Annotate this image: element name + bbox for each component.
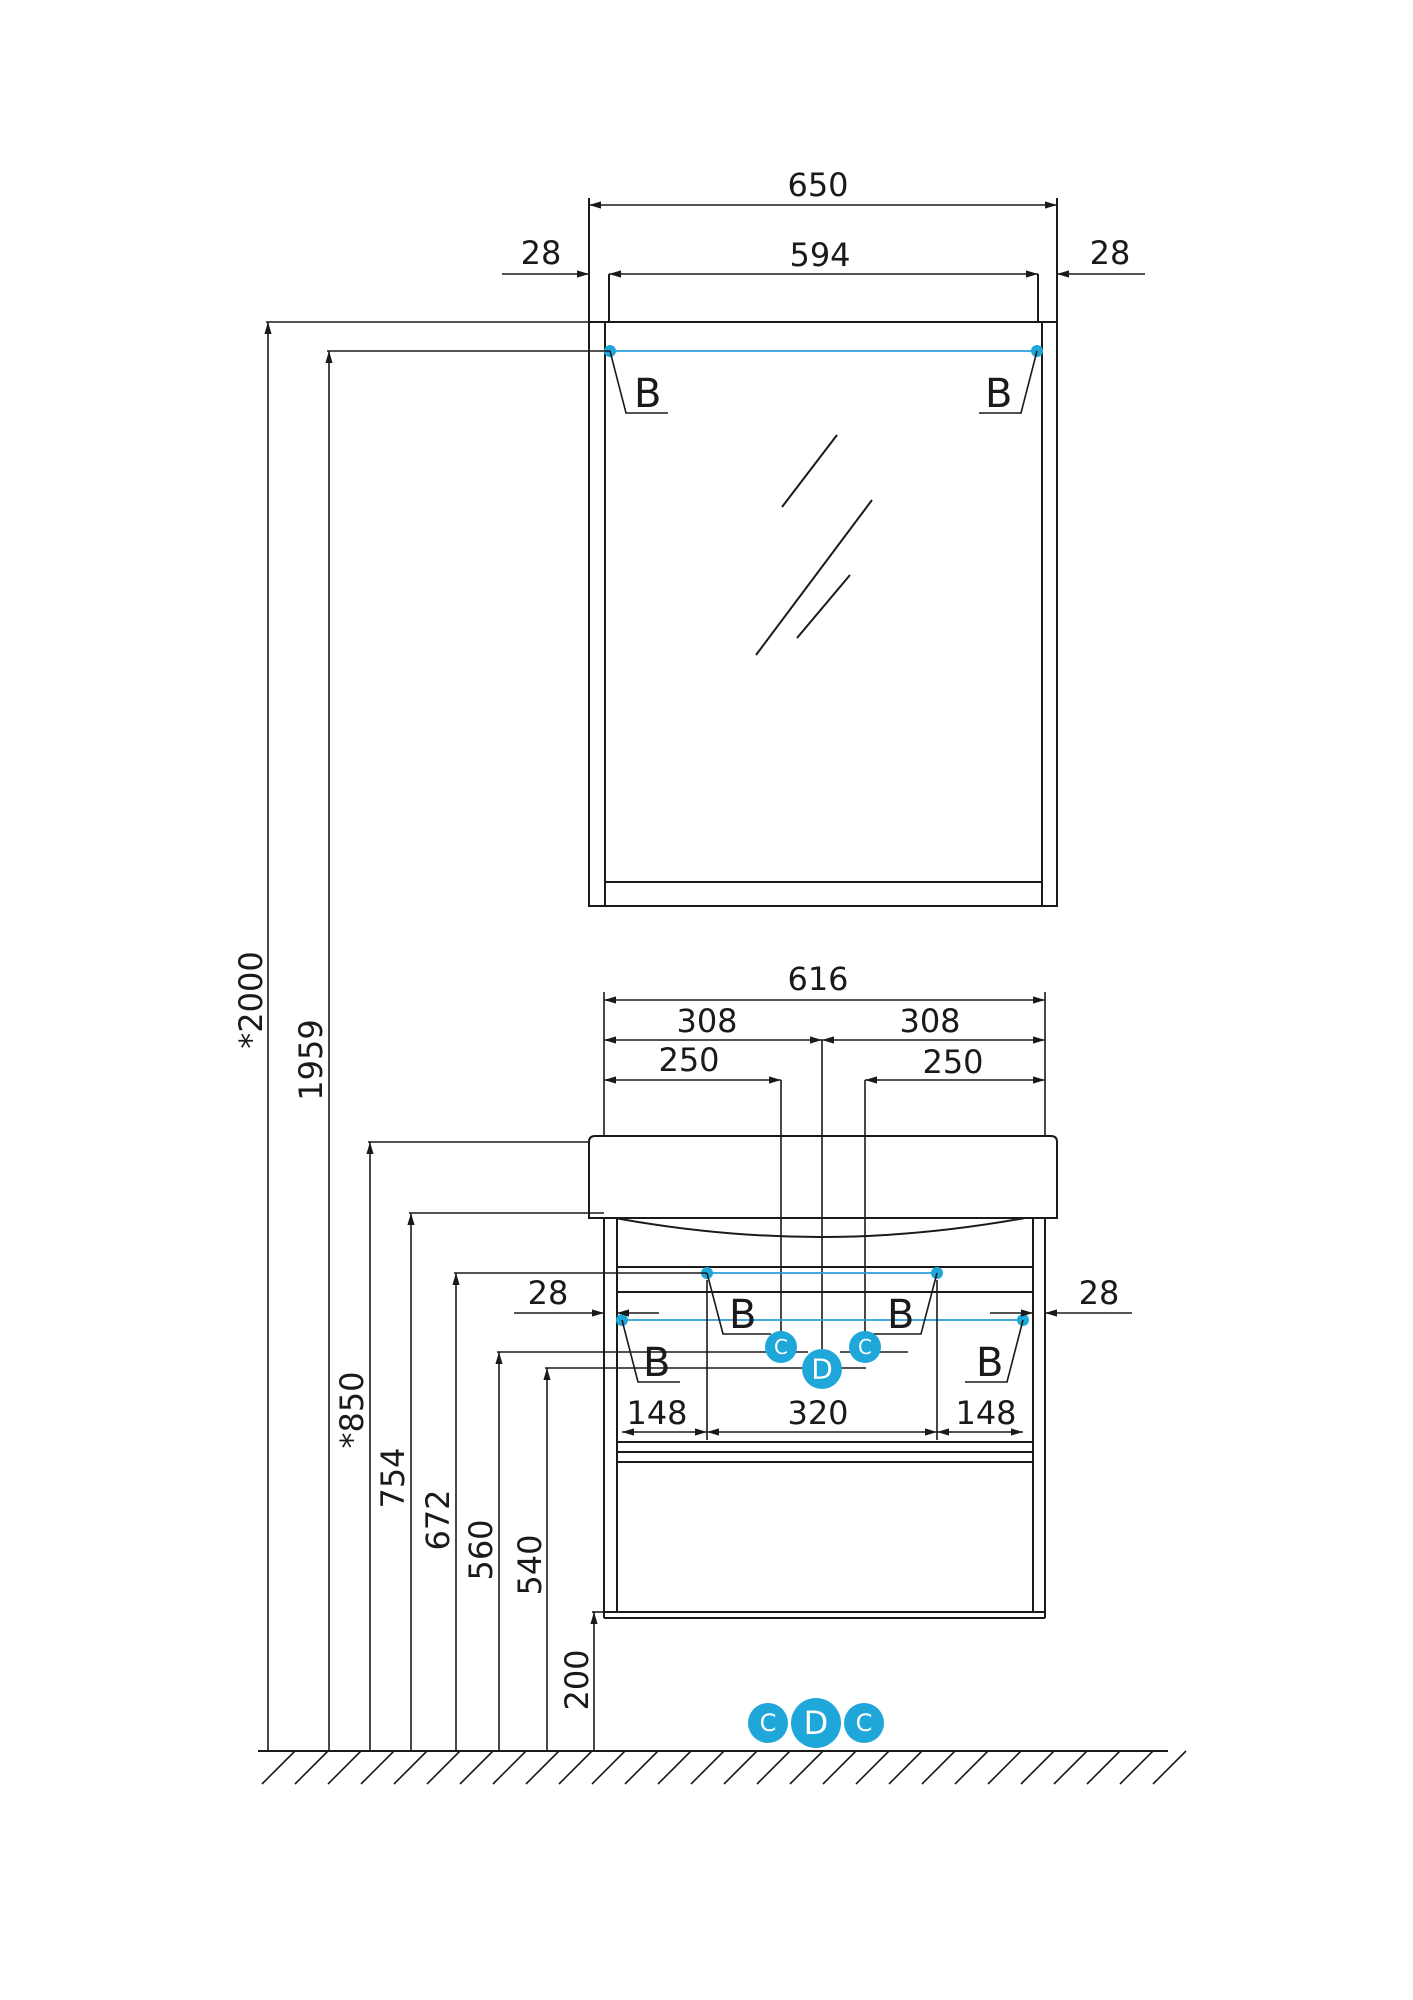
floor-hatch-line <box>756 1750 791 1785</box>
label-b: B <box>729 1292 756 1338</box>
dim-308-right: 308 <box>899 1002 960 1040</box>
label-b: B <box>985 371 1012 417</box>
b-leader <box>706 1272 771 1335</box>
floor-hatch-line <box>393 1750 428 1785</box>
vanity-unit: B B B B C C D <box>588 1040 1058 1619</box>
dim-28-left: 28 <box>521 234 562 272</box>
svg-text:C: C <box>856 1709 873 1737</box>
svg-text:C: C <box>774 1335 788 1359</box>
floor-line <box>258 1750 1187 1785</box>
floor-hatch-line <box>294 1750 329 1785</box>
label-b: B <box>643 1340 670 1386</box>
dim-148-left: 148 <box>626 1394 687 1432</box>
floor-hatch-line <box>624 1750 659 1785</box>
floor-hatch-line <box>888 1750 923 1785</box>
floor-hatch-line <box>261 1750 296 1785</box>
dim-672: 672 <box>419 1489 457 1550</box>
floor-hatch-line <box>1020 1750 1055 1785</box>
dim-28-right: 28 <box>1079 1274 1120 1312</box>
dim-250-right: 250 <box>922 1043 983 1081</box>
floor-hatch-line <box>987 1750 1022 1785</box>
label-b: B <box>634 371 661 417</box>
floor-hatch-line <box>525 1750 560 1785</box>
dim-320: 320 <box>787 1394 848 1432</box>
dim-28-left: 28 <box>528 1274 569 1312</box>
b-leader <box>965 1319 1024 1383</box>
svg-text:C: C <box>858 1335 872 1359</box>
label-b: B <box>976 1340 1003 1386</box>
floor-hatch-line <box>855 1750 890 1785</box>
height-dimensions: *2000 1959 *850 754 672 560 540 200 <box>232 321 756 1750</box>
mirror-inner-frame <box>604 321 1043 907</box>
dim-560: 560 <box>462 1519 500 1580</box>
dim-594: 594 <box>789 236 850 274</box>
b-leader <box>979 350 1038 414</box>
lower-drawer <box>616 1461 1034 1613</box>
floor-hatch-line <box>723 1750 758 1785</box>
floor-hatch-line <box>360 1750 395 1785</box>
basin-top <box>588 1135 1058 1219</box>
floor-hatch-line <box>921 1750 956 1785</box>
c-marker <box>765 1331 797 1363</box>
dim-754: 754 <box>374 1447 412 1508</box>
floor-hatch-line <box>789 1750 824 1785</box>
b-leader <box>609 350 668 414</box>
floor-hatch-line <box>459 1750 494 1785</box>
basin-bowl <box>614 1217 1026 1239</box>
floor-hatch-line <box>657 1750 692 1785</box>
floor-hatch-line <box>1119 1750 1154 1785</box>
vanity-dimensions: 616 308 308 250 250 28 28 148 320 148 <box>514 960 1132 1440</box>
dim-28-right: 28 <box>1090 234 1131 272</box>
c-marker <box>844 1703 884 1743</box>
d-marker <box>802 1349 842 1389</box>
dim-2000: *2000 <box>232 951 270 1048</box>
dim-650: 650 <box>787 166 848 204</box>
floor-hatch-line <box>822 1750 857 1785</box>
svg-text:D: D <box>811 1353 833 1386</box>
svg-text:D: D <box>804 1704 829 1742</box>
floor-hatch-line <box>558 1750 593 1785</box>
dim-1959: 1959 <box>292 1019 330 1100</box>
floor-hatch-line <box>1086 1750 1121 1785</box>
dim-308-left: 308 <box>676 1002 737 1040</box>
mirror-dimensions: 650 594 28 28 <box>502 166 1145 278</box>
dim-616: 616 <box>787 960 848 998</box>
floor-hatch-line <box>1152 1750 1187 1785</box>
floor-hatch-line <box>327 1750 362 1785</box>
b-leader <box>873 1272 938 1335</box>
mirror-cabinet: B B <box>588 198 1058 907</box>
upper-drawer <box>616 1291 1034 1443</box>
c-marker <box>849 1331 881 1363</box>
svg-text:C: C <box>760 1709 777 1737</box>
d-marker <box>791 1698 841 1748</box>
dim-850: *850 <box>333 1371 371 1448</box>
glass-reflection-icon <box>755 434 873 656</box>
floor-hatch-line <box>492 1750 527 1785</box>
dim-250-left: 250 <box>658 1041 719 1079</box>
c-marker <box>748 1703 788 1743</box>
floor-hatch-line <box>1053 1750 1088 1785</box>
dim-200: 200 <box>558 1649 596 1710</box>
floor-hatch-line <box>591 1750 626 1785</box>
floor-hatch-line <box>690 1750 725 1785</box>
b-leader <box>621 1319 680 1383</box>
label-b: B <box>887 1292 914 1338</box>
floor-hatch-line <box>426 1750 461 1785</box>
floor-connection-markers: C C D <box>748 1698 884 1748</box>
dim-148-right: 148 <box>955 1394 1016 1432</box>
floor-hatch-line <box>954 1750 989 1785</box>
dim-540: 540 <box>511 1534 549 1595</box>
